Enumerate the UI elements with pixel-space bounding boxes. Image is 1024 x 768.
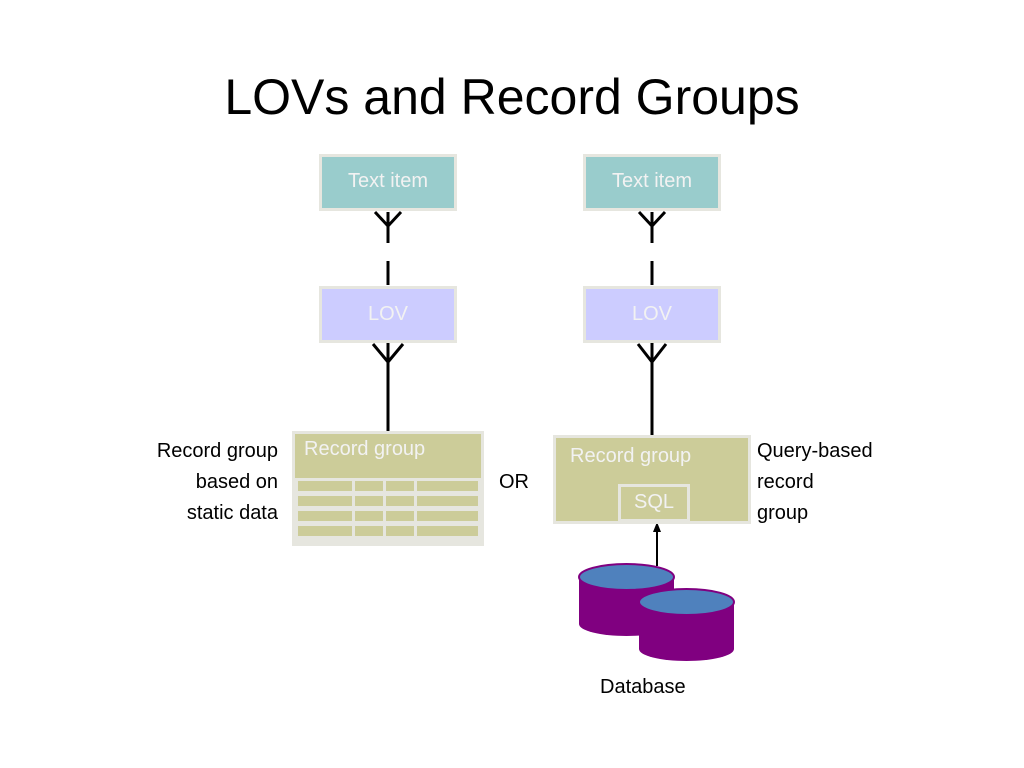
right-caption: Query-based record group bbox=[757, 436, 907, 529]
left-lov-box: LOV bbox=[319, 286, 457, 343]
sql-label: SQL bbox=[633, 491, 675, 513]
grid-col-divider bbox=[414, 478, 417, 543]
database-cylinder-front bbox=[638, 588, 735, 661]
right-record-group-box: Record group SQL bbox=[553, 435, 751, 524]
sql-box: SQL bbox=[618, 484, 690, 522]
static-data-grid bbox=[295, 478, 481, 543]
left-text-item-label: Text item bbox=[347, 170, 429, 192]
left-caption-line: Record group bbox=[156, 440, 278, 462]
right-record-group-label: Record group bbox=[570, 445, 692, 467]
right-lov-recordgroup-connector bbox=[636, 343, 668, 436]
grid-row bbox=[298, 526, 478, 536]
right-caption-line: record bbox=[757, 471, 814, 493]
database-icon bbox=[578, 563, 735, 661]
left-textitem-lov-connector bbox=[373, 210, 403, 285]
grid-col-divider bbox=[352, 478, 355, 543]
right-text-item-box: Text item bbox=[583, 154, 721, 211]
right-lov-box: LOV bbox=[583, 286, 721, 343]
left-lov-recordgroup-connector bbox=[371, 343, 405, 432]
grid-row bbox=[298, 496, 478, 506]
database-label: Database bbox=[600, 676, 686, 698]
slide-title: LOVs and Record Groups bbox=[224, 69, 800, 125]
grid-row bbox=[298, 481, 478, 491]
grid-col-divider bbox=[383, 478, 386, 543]
left-caption-line: static data bbox=[186, 502, 278, 524]
left-text-item-box: Text item bbox=[319, 154, 457, 211]
right-textitem-lov-connector bbox=[637, 210, 667, 285]
left-caption-line: based on bbox=[195, 471, 278, 493]
right-caption-line: group bbox=[757, 502, 809, 524]
left-record-group-label: Record group bbox=[304, 438, 426, 460]
or-separator: OR bbox=[499, 471, 529, 493]
grid-row bbox=[298, 511, 478, 521]
right-text-item-label: Text item bbox=[611, 170, 693, 192]
database-to-sql-arrow bbox=[653, 522, 661, 566]
left-caption: Record group based on static data bbox=[120, 436, 278, 529]
right-lov-label: LOV bbox=[631, 303, 673, 325]
left-record-group-box: Record group bbox=[292, 431, 484, 546]
right-caption-line: Query-based bbox=[757, 440, 873, 462]
left-lov-label: LOV bbox=[367, 303, 409, 325]
